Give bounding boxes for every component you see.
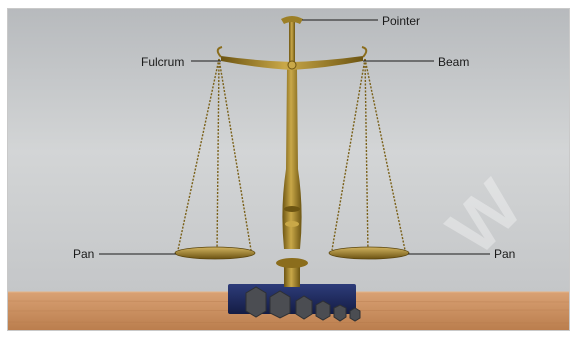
beam-label: Beam xyxy=(438,55,469,69)
diagram-frame: W xyxy=(7,8,570,331)
left-pan xyxy=(175,247,255,259)
weight-3 xyxy=(296,296,312,319)
weight-1 xyxy=(246,287,266,317)
pan-left-label: Pan xyxy=(73,247,94,261)
right-pan xyxy=(329,247,409,259)
pointer-label: Pointer xyxy=(382,14,420,28)
weight-6 xyxy=(350,308,360,321)
weight-2 xyxy=(270,291,290,318)
weight-5 xyxy=(334,305,346,321)
weight-4 xyxy=(316,301,330,320)
pan-right-label: Pan xyxy=(494,247,515,261)
balance-scale-illustration: W xyxy=(8,9,570,331)
fulcrum-label: Fulcrum xyxy=(141,55,184,69)
